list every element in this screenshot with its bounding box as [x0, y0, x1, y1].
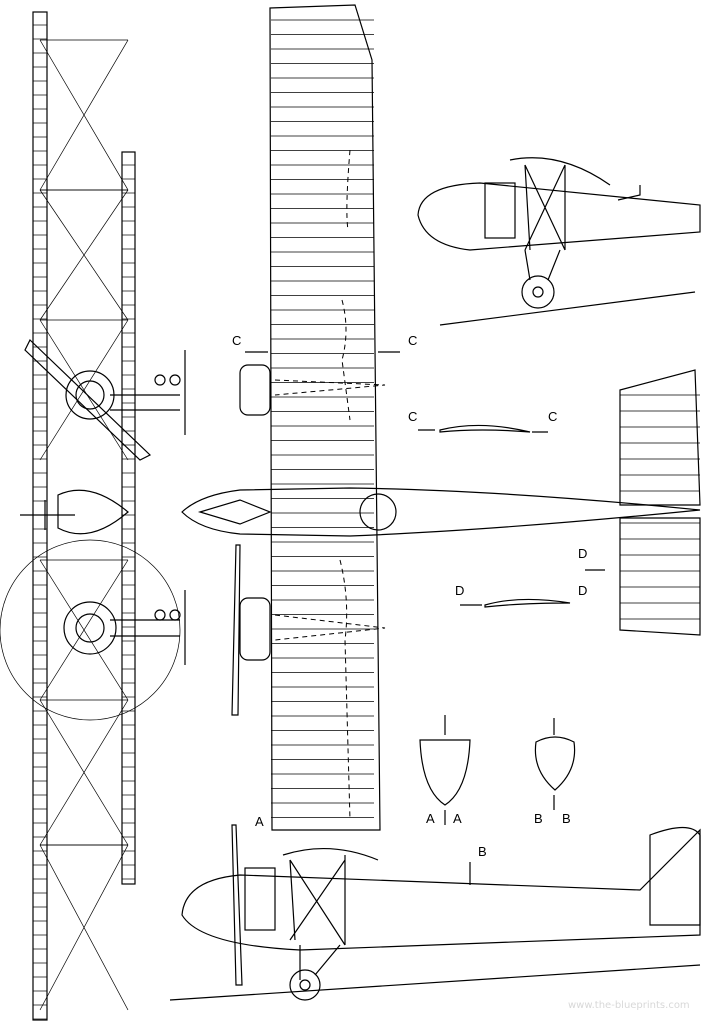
wheel-detail [521, 275, 555, 309]
rib-line [39, 559, 129, 701]
label-d: D [578, 583, 587, 598]
label-b: B [478, 844, 487, 859]
fuselage-plan [181, 487, 701, 537]
sections [418, 424, 605, 825]
section-b [534, 736, 576, 791]
section-labels: C C C C D D D A A A B B B [232, 333, 587, 859]
label-a: A [426, 811, 435, 826]
propeller [24, 339, 152, 461]
label-c: C [408, 409, 417, 424]
label-a: A [255, 814, 264, 829]
watermark: www.the-blueprints.com [568, 1000, 690, 1011]
wheel-side [289, 969, 321, 1001]
fuselage-nose [57, 489, 129, 535]
wing-plan [269, 4, 381, 831]
propeller-side [231, 824, 243, 986]
rib-line [39, 39, 129, 191]
rib-line [39, 699, 129, 846]
label-b: B [534, 811, 543, 826]
fuselage-side [181, 828, 701, 951]
cockpit [359, 493, 397, 531]
rib-line [39, 319, 129, 461]
upper-wing [32, 11, 48, 1021]
section-a [419, 739, 471, 806]
front-view [0, 11, 186, 1021]
label-c: C [548, 409, 557, 424]
label-c: C [232, 333, 241, 348]
side-view [169, 824, 701, 1001]
side-view-detail [417, 157, 701, 326]
label-b: B [562, 811, 571, 826]
rib-line [39, 189, 129, 321]
nacelle-bottom [239, 597, 271, 661]
label-a: A [453, 811, 462, 826]
nacelle-top [239, 364, 271, 416]
section-d [484, 598, 571, 608]
section-c [439, 424, 531, 433]
propeller-plan [231, 544, 241, 716]
rib-line [39, 844, 129, 1011]
fuselage-detail [417, 182, 701, 251]
tailplane [619, 369, 701, 636]
plan-view [181, 4, 701, 831]
lower-wing [121, 151, 136, 885]
fin [649, 826, 701, 926]
propeller-disc [0, 539, 181, 721]
label-d: D [578, 546, 587, 561]
engine-bottom [63, 601, 117, 655]
label-c: C [408, 333, 417, 348]
label-d: D [455, 583, 464, 598]
